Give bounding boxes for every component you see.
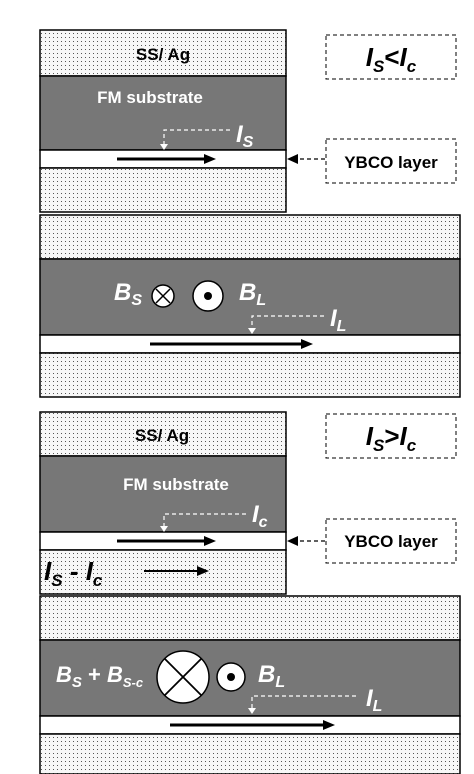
large-field-into-page-icon: [156, 650, 210, 704]
excess-current-label: IS - Ic: [44, 556, 103, 590]
cap-layer-lower: [39, 214, 461, 260]
supercurrent-arrowhead: [204, 154, 216, 164]
current-label-leader: [163, 129, 230, 146]
fm-substrate-top: [39, 75, 287, 151]
lower-current-leader-tip: [248, 328, 256, 334]
lower-current-label: IL: [330, 305, 346, 335]
condition-box: [325, 34, 457, 80]
cap-layer-top-2: [39, 411, 287, 457]
substrate-label: FM substrate: [97, 88, 203, 107]
lower-current-leader-tip-2: [248, 708, 256, 714]
condition-label-2: IS>Ic: [366, 421, 417, 455]
cap-layer-bottom-lower: [39, 352, 461, 398]
lower-current-label-2: IL: [366, 685, 382, 715]
field-label-bl-2: BL: [258, 661, 285, 691]
lower-current-arrowhead-2: [323, 720, 335, 730]
cap-layer-top: [39, 29, 287, 77]
field-label-bl: BL: [239, 279, 266, 309]
condition-box-2: [325, 413, 457, 459]
ybco-callout-box: [325, 138, 457, 184]
lower-current-arrowhead: [301, 339, 313, 349]
field-label-bs-sum: BS + BS-c: [56, 662, 144, 691]
lower-current-leader: [251, 315, 324, 330]
critical-current-leader-tip: [160, 526, 168, 532]
current-label-leader-tip: [160, 144, 168, 150]
cap-label: SS/ Ag: [136, 45, 190, 64]
critical-current-arrowhead: [204, 536, 216, 546]
field-out-of-page-icon-2: [216, 662, 246, 692]
field-out-of-page-icon: [192, 280, 224, 312]
panel-bottom: SS/ Ag FM substrate Ic IS - Ic IS>Ic YBC…: [39, 411, 461, 774]
excess-current-arrowhead: [197, 566, 209, 576]
ybco-leader-tip: [287, 154, 298, 164]
ybco-label: YBCO layer: [344, 153, 438, 172]
field-into-page-icon: [151, 284, 175, 308]
fm-substrate-top-2: [39, 455, 287, 533]
ybco-leader-tip-2: [287, 536, 298, 546]
substrate-label-2: FM substrate: [123, 475, 229, 494]
critical-current-leader: [163, 513, 246, 528]
field-label-bs: BS: [114, 279, 142, 309]
cap-layer-bottom-top: [39, 167, 287, 213]
condition-label: IS<Ic: [366, 42, 417, 76]
panel-top: SS/ Ag FM substrate IS IS<Ic YBCO layer …: [39, 29, 461, 398]
cap-layer-lower-2: [39, 595, 461, 641]
fm-substrate-lower: [39, 258, 461, 336]
critical-current-label: Ic: [252, 501, 268, 531]
ybco-callout-box-2: [325, 518, 457, 564]
ybco-label-2: YBCO layer: [344, 532, 438, 551]
current-label: IS: [236, 121, 254, 151]
cap-layer-bottom-lower-2: [39, 733, 461, 774]
lower-current-leader-2: [251, 695, 356, 710]
cap-label-2: SS/ Ag: [135, 426, 189, 445]
